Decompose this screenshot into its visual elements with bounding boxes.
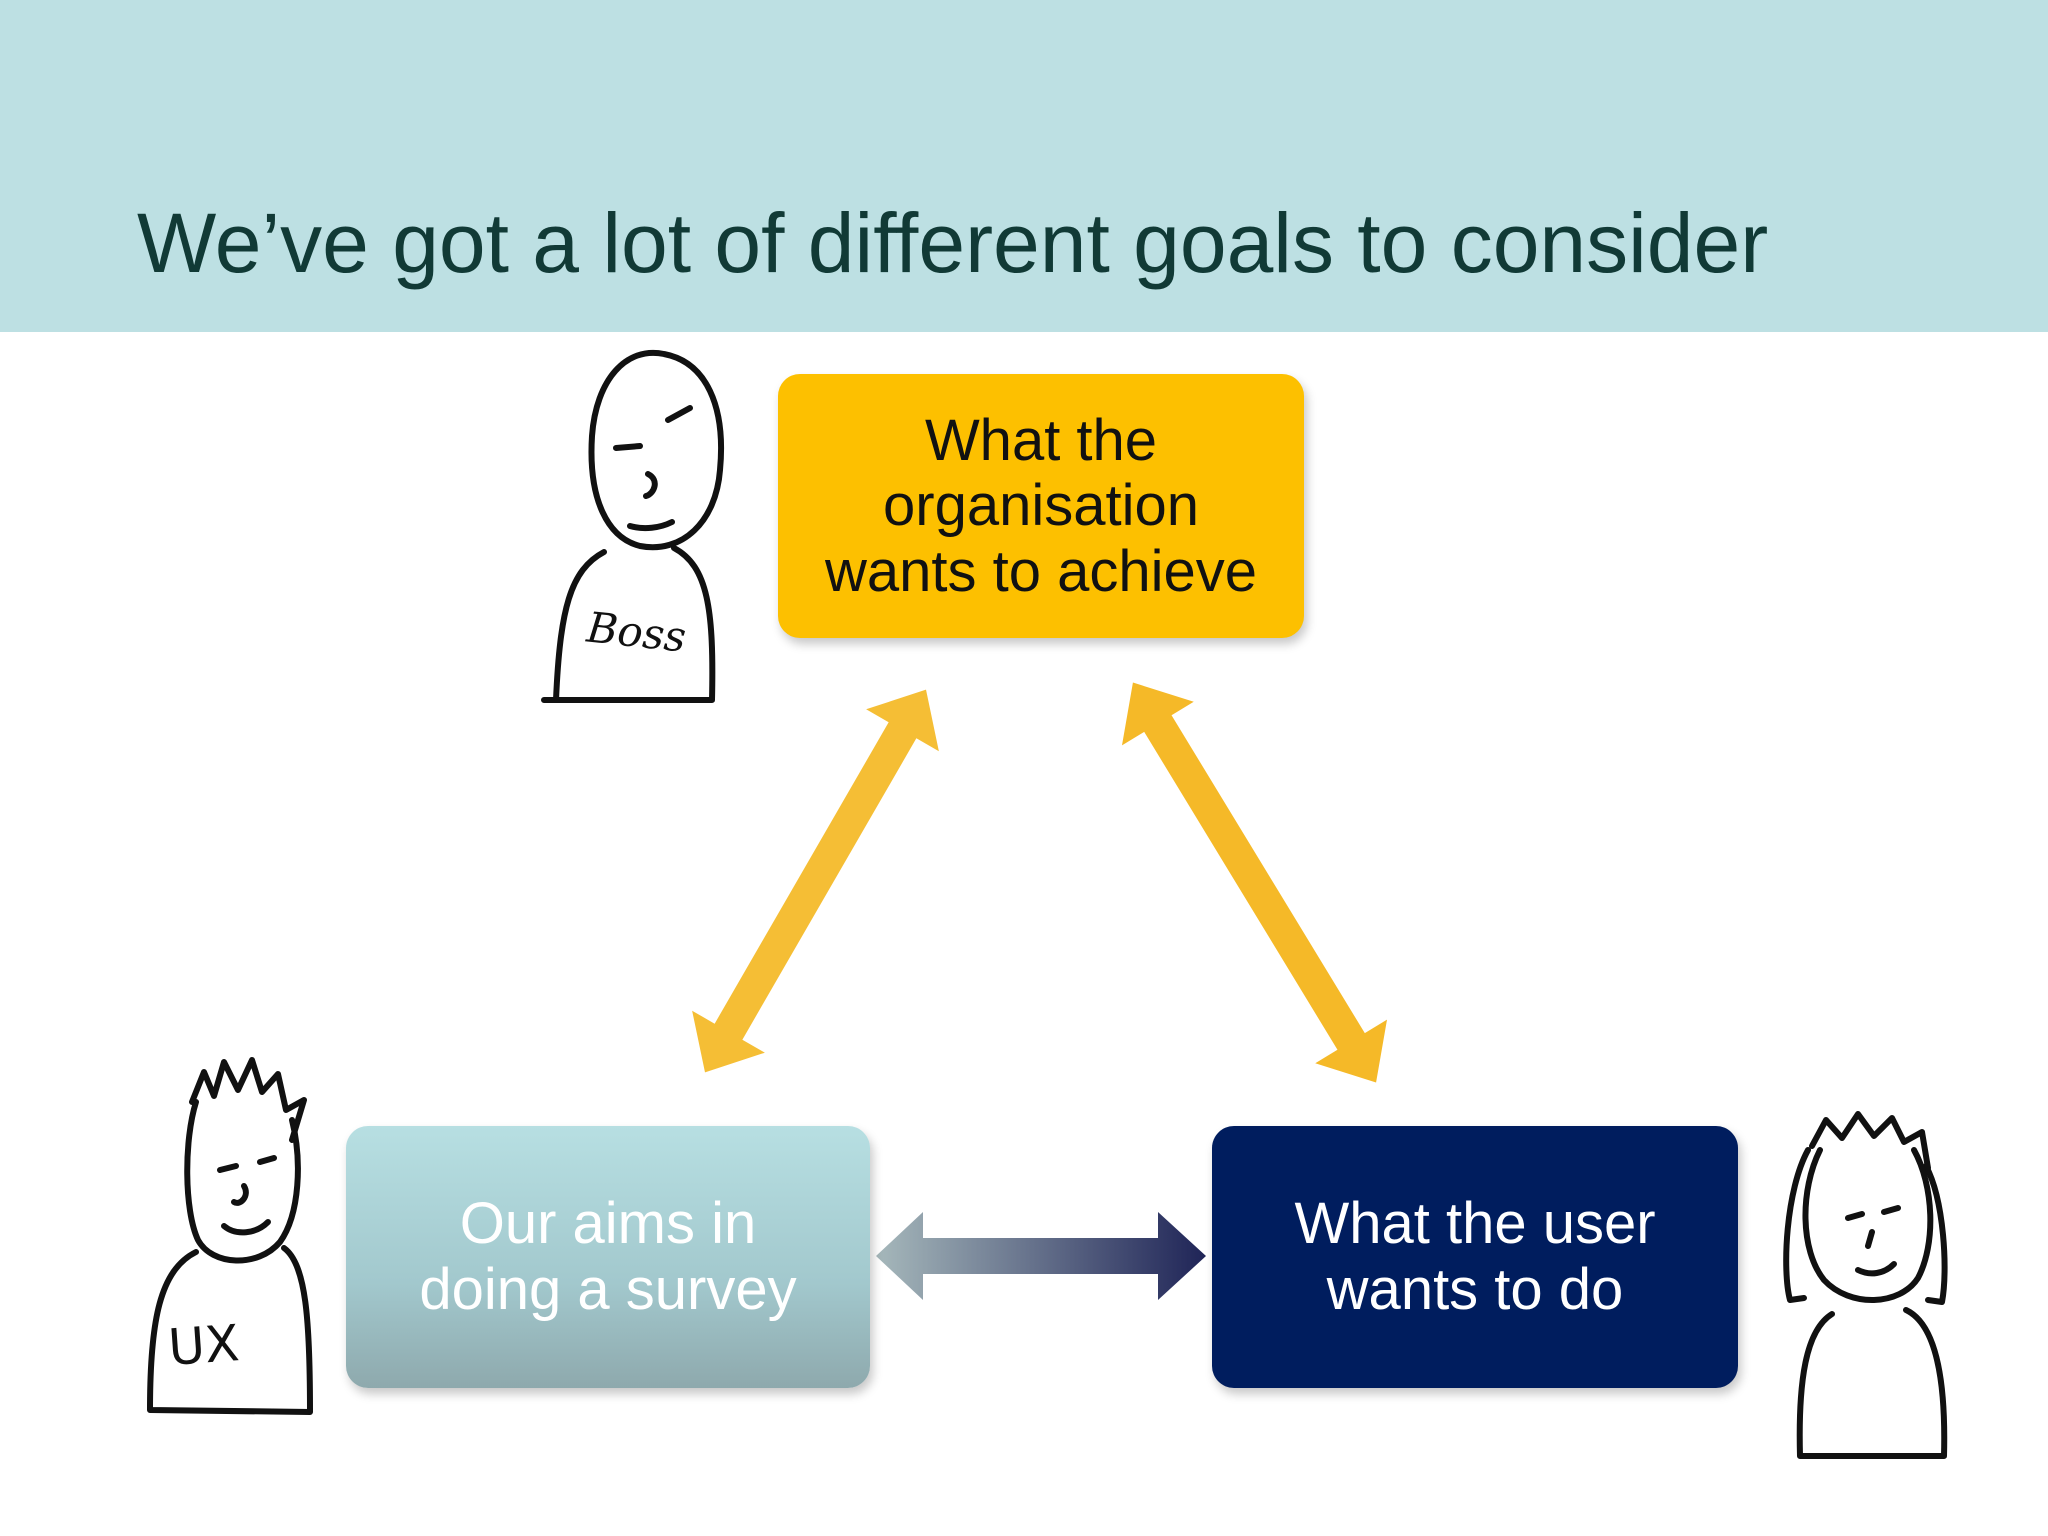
slide-title: We’ve got a lot of different goals to co… <box>137 196 1769 290</box>
node-user-goals: What the user wants to do <box>1212 1126 1738 1388</box>
node-organisation-label: What the organisation wants to achieve <box>824 407 1258 604</box>
title-banner <box>0 0 2048 332</box>
node-survey-aims: Our aims in doing a survey <box>346 1126 870 1388</box>
boss-figure: Boss <box>541 349 724 703</box>
node-user-label: What the user wants to do <box>1294 1191 1656 1322</box>
ux-badge-text: UX <box>166 1314 241 1377</box>
user-figure <box>1783 1111 1948 1459</box>
arrow-survey-user <box>876 1212 1206 1300</box>
boss-badge-text: Boss <box>584 602 689 661</box>
node-survey-label: Our aims in doing a survey <box>419 1191 797 1322</box>
ux-figure: UX <box>147 1057 313 1415</box>
node-organisation-goals: What the organisation wants to achieve <box>778 374 1304 638</box>
arrow-organisation-user <box>1121 682 1388 1083</box>
arrow-organisation-survey <box>692 689 939 1073</box>
